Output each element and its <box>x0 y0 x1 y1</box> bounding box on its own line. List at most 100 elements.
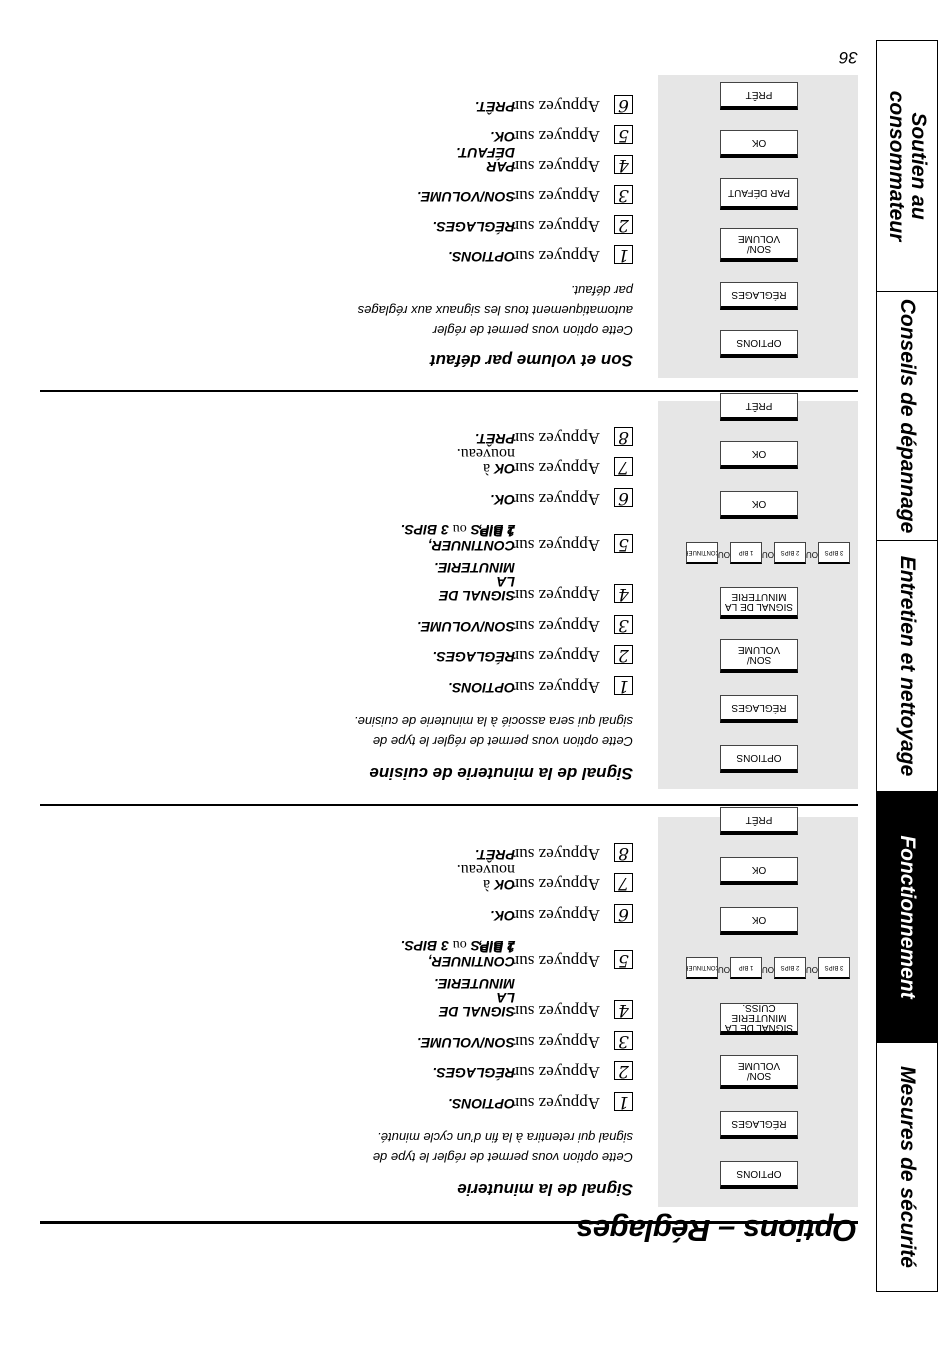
key-signal-minuterie[interactable]: SIGNAL DE LA MINUTERIE CUISS. <box>720 1003 798 1035</box>
step-prefix: Appuyez sur <box>513 157 600 176</box>
step-prefix: Appuyez sur <box>513 952 600 971</box>
key-reglages[interactable]: RÉGLAGES <box>720 1111 798 1139</box>
step-prefix: Appuyez sur <box>513 217 600 236</box>
key-panel: OPTIONS RÉGLAGES SON/ VOLUME PAR DÉFAUT … <box>658 75 858 378</box>
section-title: Signal de la minuterie de cuisine <box>369 764 633 783</box>
step-number: 6 <box>614 904 633 924</box>
tab-fonctionnement[interactable]: Fonctionnement <box>877 791 937 1042</box>
step-action-continued: 2 BIPS ou 3 BIPS. <box>401 520 515 538</box>
choice-2-bips: 2 BIPS <box>470 938 515 954</box>
step-number: 5 <box>614 125 633 145</box>
step-prefix: Appuyez sur <box>513 906 600 925</box>
key-reglages[interactable]: RÉGLAGES <box>720 695 798 723</box>
key-pret[interactable]: PRÊT <box>720 393 798 421</box>
tab-label: Conseils de dépannage <box>896 298 919 534</box>
step-action: PRÊT. <box>474 431 515 447</box>
key-pret[interactable]: PRÊT <box>720 807 798 835</box>
tab-entretien-et-nettoyage[interactable]: Entretien et nettoyage <box>877 540 937 791</box>
key-3-bips[interactable]: 3 BIPS <box>818 957 850 979</box>
section-divider <box>40 390 858 392</box>
step-number: 6 <box>614 95 633 115</box>
key-par-defaut[interactable]: PAR DÉFAUT <box>720 178 798 210</box>
tab-label: Entretien et nettoyage <box>896 555 919 777</box>
step-action: OPTIONS. <box>448 249 515 265</box>
ou-label: OU <box>806 550 818 559</box>
ou-label: OU <box>718 965 730 974</box>
key-pret[interactable]: PRÊT <box>720 82 798 110</box>
ou-word: ou <box>452 521 467 536</box>
key-ok[interactable]: OK <box>720 441 798 469</box>
step-action: OPTIONS. <box>448 1096 515 1112</box>
choice-3-bips: 3 BIPS. <box>400 938 449 954</box>
key-options[interactable]: OPTIONS <box>720 745 798 773</box>
section-signal-minuterie: OPTIONS RÉGLAGES SON/ VOLUME SIGNAL DE L… <box>40 807 858 1207</box>
step-prefix: Appuyez sur <box>513 127 600 146</box>
key-ok[interactable]: OK <box>720 907 798 935</box>
step-action: OK. <box>490 492 515 508</box>
step-action: OK à nouveau. <box>457 861 515 893</box>
step-action: RÉGLAGES. <box>432 1065 515 1081</box>
section-description: Cette option vous permet de régler le ty… <box>354 714 633 749</box>
step-action: OK. <box>490 908 515 924</box>
step-number: 2 <box>614 645 633 665</box>
key-reglages[interactable]: RÉGLAGES <box>720 282 798 310</box>
section-description: Cette option vous permet de régler autom… <box>357 283 633 338</box>
step-action: RÉGLAGES. <box>432 219 515 235</box>
tab-conseils-de-depannage[interactable]: Conseils de dépannage <box>877 291 937 540</box>
key-3-bips[interactable]: 3 BIPS <box>818 542 850 564</box>
key-continuer[interactable]: CONTINUER <box>686 957 718 979</box>
section-content: Signal de la minuterie de cuisine Cette … <box>73 401 633 789</box>
step-number: 5 <box>614 534 633 554</box>
key-panel: OPTIONS RÉGLAGES SON/ VOLUME SIGNAL DE L… <box>658 807 858 1207</box>
step-prefix: Appuyez sur <box>513 1033 600 1052</box>
key-ok[interactable]: OK <box>720 857 798 885</box>
key-continuer[interactable]: CONTINUER <box>686 542 718 564</box>
key-son-volume[interactable]: SON/ VOLUME <box>720 1055 798 1089</box>
ou-label: OU <box>762 550 774 559</box>
key-options[interactable]: OPTIONS <box>720 330 798 358</box>
key-signal-minuterie[interactable]: SIGNAL DE LA MINUTERIE <box>720 587 798 619</box>
step-number: 4 <box>614 1000 633 1020</box>
key-2-bips[interactable]: 2 BIPS <box>774 542 806 564</box>
step-action: SON/VOLUME. <box>416 189 515 205</box>
key-panel: OPTIONS RÉGLAGES SON/ VOLUME SIGNAL DE L… <box>658 393 858 789</box>
section-title: Signal de la minuterie <box>457 1180 633 1199</box>
step-prefix: Appuyez sur <box>513 247 600 266</box>
step-prefix: Appuyez sur <box>513 678 600 697</box>
step-action: PRÊT. <box>474 99 515 115</box>
tab-soutien-au-consommateur[interactable]: Soutien au consommateur <box>877 41 937 291</box>
key-1-bip[interactable]: 1 BIP <box>730 957 762 979</box>
key-son-volume[interactable]: SON/ VOLUME <box>720 639 798 673</box>
tab-label: Mesures de sécurité <box>896 1066 919 1268</box>
choice-3-bips: 3 BIPS. <box>400 522 449 538</box>
step-prefix: Appuyez sur <box>513 1063 600 1082</box>
step-action: SIGNAL DE LA MINUTERIE. <box>434 976 515 1020</box>
key-1-bip[interactable]: 1 BIP <box>730 542 762 564</box>
step-action: SON/VOLUME. <box>416 1035 515 1051</box>
step-action: SIGNAL DE LA MINUTERIE. <box>434 560 515 604</box>
step-number: 7 <box>614 873 633 893</box>
key-2-bips[interactable]: 2 BIPS <box>774 957 806 979</box>
step-number: 3 <box>614 1031 633 1051</box>
step-action: PRÊT. <box>474 847 515 863</box>
key-son-volume[interactable]: SON/ VOLUME <box>720 228 798 262</box>
step-prefix: Appuyez sur <box>513 586 600 605</box>
step-prefix: Appuyez sur <box>513 875 600 894</box>
step-action: PAR DÉFAUT. <box>456 145 515 175</box>
ou-word: ou <box>452 937 467 952</box>
step-number: 2 <box>614 1061 633 1081</box>
step-prefix: Appuyez sur <box>513 845 600 864</box>
step-number: 8 <box>614 843 633 863</box>
key-ok[interactable]: OK <box>720 130 798 158</box>
step-prefix: Appuyez sur <box>513 647 600 666</box>
step-number: 4 <box>614 155 633 175</box>
tab-mesures-de-securite[interactable]: Mesures de sécurité <box>877 1042 937 1291</box>
beep-choices: 3 BIPS OU 2 BIPS OU 1 BIP OU CONTINUER <box>658 957 858 979</box>
key-ok[interactable]: OK <box>720 491 798 519</box>
key-options[interactable]: OPTIONS <box>720 1161 798 1189</box>
step-action: RÉGLAGES. <box>432 649 515 665</box>
step-prefix: Appuyez sur <box>513 1094 600 1113</box>
side-tabs: Mesures de sécurité Fonctionnement Entre… <box>876 40 938 1292</box>
ou-label: OU <box>762 965 774 974</box>
